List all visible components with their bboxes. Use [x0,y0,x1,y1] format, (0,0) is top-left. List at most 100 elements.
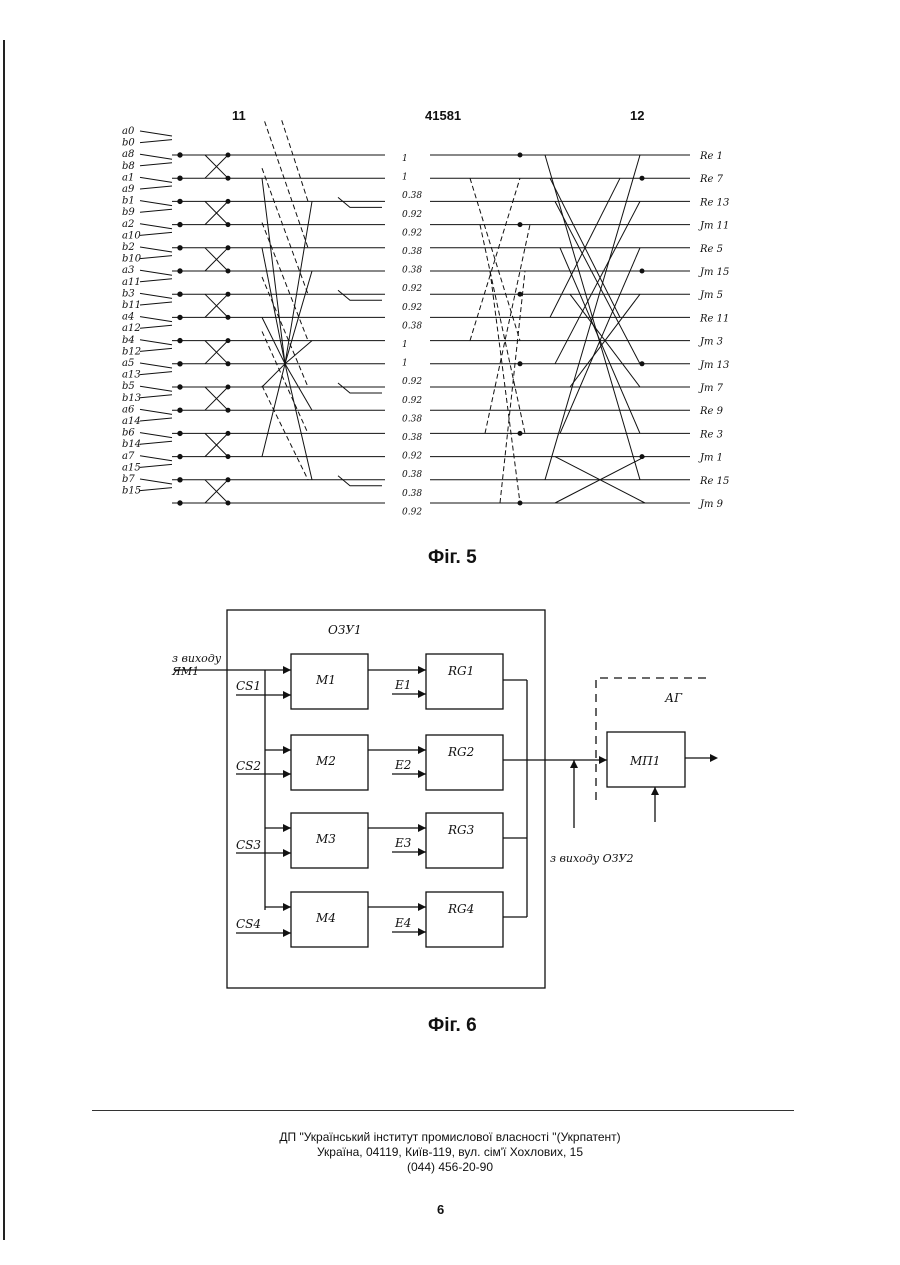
fig5-coefficient: 0.38 [402,414,422,424]
fig5-input-label: a7 [122,451,135,462]
fig5-input-label: b3 [122,288,135,299]
footer-rule [92,1110,794,1111]
fig5-coefficient: 0.38 [402,247,422,257]
fig5-coefficient: 0.38 [402,266,422,276]
fig5-input-label: b1 [122,196,135,207]
fig5-input-label: a3 [122,265,134,276]
fig5-input-label: a10 [122,230,141,241]
fig5-output-label: Re 13 [699,197,729,208]
fig5-coefficient: 0.92 [402,377,422,387]
svg-text:RG2: RG2 [447,745,474,759]
svg-text:Е1: Е1 [394,678,411,692]
fig5-input-label: a14 [122,416,141,427]
fig5-input-label: a1 [122,172,134,183]
fig5-output-label: Jm 15 [698,267,729,278]
fig5-input-label: b6 [122,428,135,439]
svg-text:М3: М3 [315,832,336,846]
jm1-input-label: з виходу ЯМ1 [172,652,230,678]
ozu1-frame [227,610,545,988]
fig5-input-label: b14 [122,439,141,450]
fig5-coefficient: 0.92 [402,452,422,462]
page-number: 6 [437,1202,444,1217]
fig5-output-label: Jm 11 [698,221,729,232]
fig5-coefficient: 0.92 [402,396,422,406]
svg-text:CS3: CS3 [236,838,261,852]
fig5-coefficient: 0.92 [402,507,422,517]
fig5-output-label: Re 15 [699,476,729,487]
svg-text:Е2: Е2 [394,758,411,772]
fig5-output-label: Jm 5 [698,290,723,301]
ozu2-input-label: з виходу ОЗУ2 [550,852,633,865]
fig6-diagram: ОЗУ1 М1 М2 М3 М4 RG1 RG2 RG3 RG4 CS1 CS2… [0,600,900,1000]
fig5-coefficient: 1 [402,340,408,350]
fig5-input-label: b8 [122,161,135,172]
fig5-input-label: a8 [122,149,134,160]
block-rg4 [426,892,503,947]
fig5-output-label: Re 3 [699,429,723,440]
fig5-input-label: b2 [122,242,135,253]
fig5-input-label: b5 [122,381,135,392]
fig5-coefficient: 0.92 [402,284,422,294]
fig5-coefficient: 0.92 [402,210,422,220]
fig5-input-label: a2 [122,219,134,230]
fig5-coefficient: 0.38 [402,191,422,201]
fig6-caption: Фіг. 6 [428,1015,477,1037]
fig5-coefficient: 1 [402,173,408,183]
footer-line-1: ДП "Український інститут промислової вла… [0,1130,900,1145]
fig5-output-label: Jm 1 [698,453,723,464]
fig5-output-label: Re 11 [699,313,729,324]
fig5-output-label: Jm 9 [698,499,724,510]
block-rg1 [426,654,503,709]
fig5-input-label: a4 [122,312,134,323]
svg-text:RG1: RG1 [447,664,474,678]
fig5-output-label: Jm 3 [698,337,723,348]
svg-text:CS4: CS4 [236,917,261,931]
svg-text:CS2: CS2 [236,759,261,773]
fig5-coefficient: 0.92 [402,228,422,238]
fig5-coefficient: 0.38 [402,433,422,443]
svg-text:М2: М2 [315,754,336,768]
fig5-diagram: a0b0a8b8a1a9b1b9a2a10b2b10a3a11b3b11a4a1… [0,120,900,540]
fig5-caption: Фіг. 5 [428,547,477,569]
fig5-coefficient: 0.38 [402,470,422,480]
fig5-input-label: b13 [122,393,141,404]
svg-text:М1: М1 [315,673,336,687]
svg-text:М4: М4 [315,911,336,925]
fig5-input-label: b7 [122,474,135,485]
fig5-coefficient: 0.92 [402,303,422,313]
ozu1-label: ОЗУ1 [328,623,362,637]
fig5-coefficient: 1 [402,154,408,164]
fig5-output-label: Jm 7 [698,383,724,394]
fig5-input-label: a0 [122,126,135,137]
fig5-input-label: b10 [122,254,142,265]
fig5-input-label: a11 [122,277,141,288]
fig5-coefficient: 1 [402,359,408,369]
fig5-input-label: a5 [122,358,134,369]
fig5-input-label: b4 [122,335,135,346]
fig5-output-label: Re 9 [699,406,724,417]
fig5-input-label: b15 [122,486,141,497]
svg-text:Е4: Е4 [394,916,411,930]
fig5-input-labels: a0b0a8b8a1a9b1b9a2a10b2b10a3a11b3b11a4a1… [122,126,142,497]
fig5-input-label: a12 [122,323,141,334]
fig5-input-label: a9 [122,184,135,195]
fig5-output-labels: Re 1 Re 7 Re 13 Jm 11 Re 5 Jm 15 Jm 5 Re 11 Jm 3… [698,151,729,510]
fig5-input-label: b9 [122,207,135,218]
fig5-output-label: Re 5 [699,244,723,255]
svg-text:CS1: CS1 [236,679,261,693]
fig5-output-label: Jm 13 [698,360,729,371]
footer-line-3: (044) 456-20-90 [0,1160,900,1175]
svg-text:Е3: Е3 [394,836,412,850]
fig5-input-label: b11 [122,300,141,311]
block-rg3 [426,813,503,868]
fig5-output-label: Re 1 [699,151,723,162]
fig5-coefficients: 1 1 0.38 0.92 0.92 0.38 0.38 0.92 0.92 0.38 1 1 0.92… [402,154,422,517]
mp1-label: МП1 [629,754,660,768]
fig5-coefficient: 0.38 [402,489,422,499]
footer-line-2: Україна, 04119, Київ-119, вул. сім'ї Хох… [0,1145,900,1160]
fig5-coefficient: 0.38 [402,321,422,331]
fig5-input-label: b0 [122,138,135,149]
svg-text:RG4: RG4 [447,902,474,916]
svg-text:RG3: RG3 [447,823,475,837]
fig5-output-label: Re 7 [699,174,724,185]
